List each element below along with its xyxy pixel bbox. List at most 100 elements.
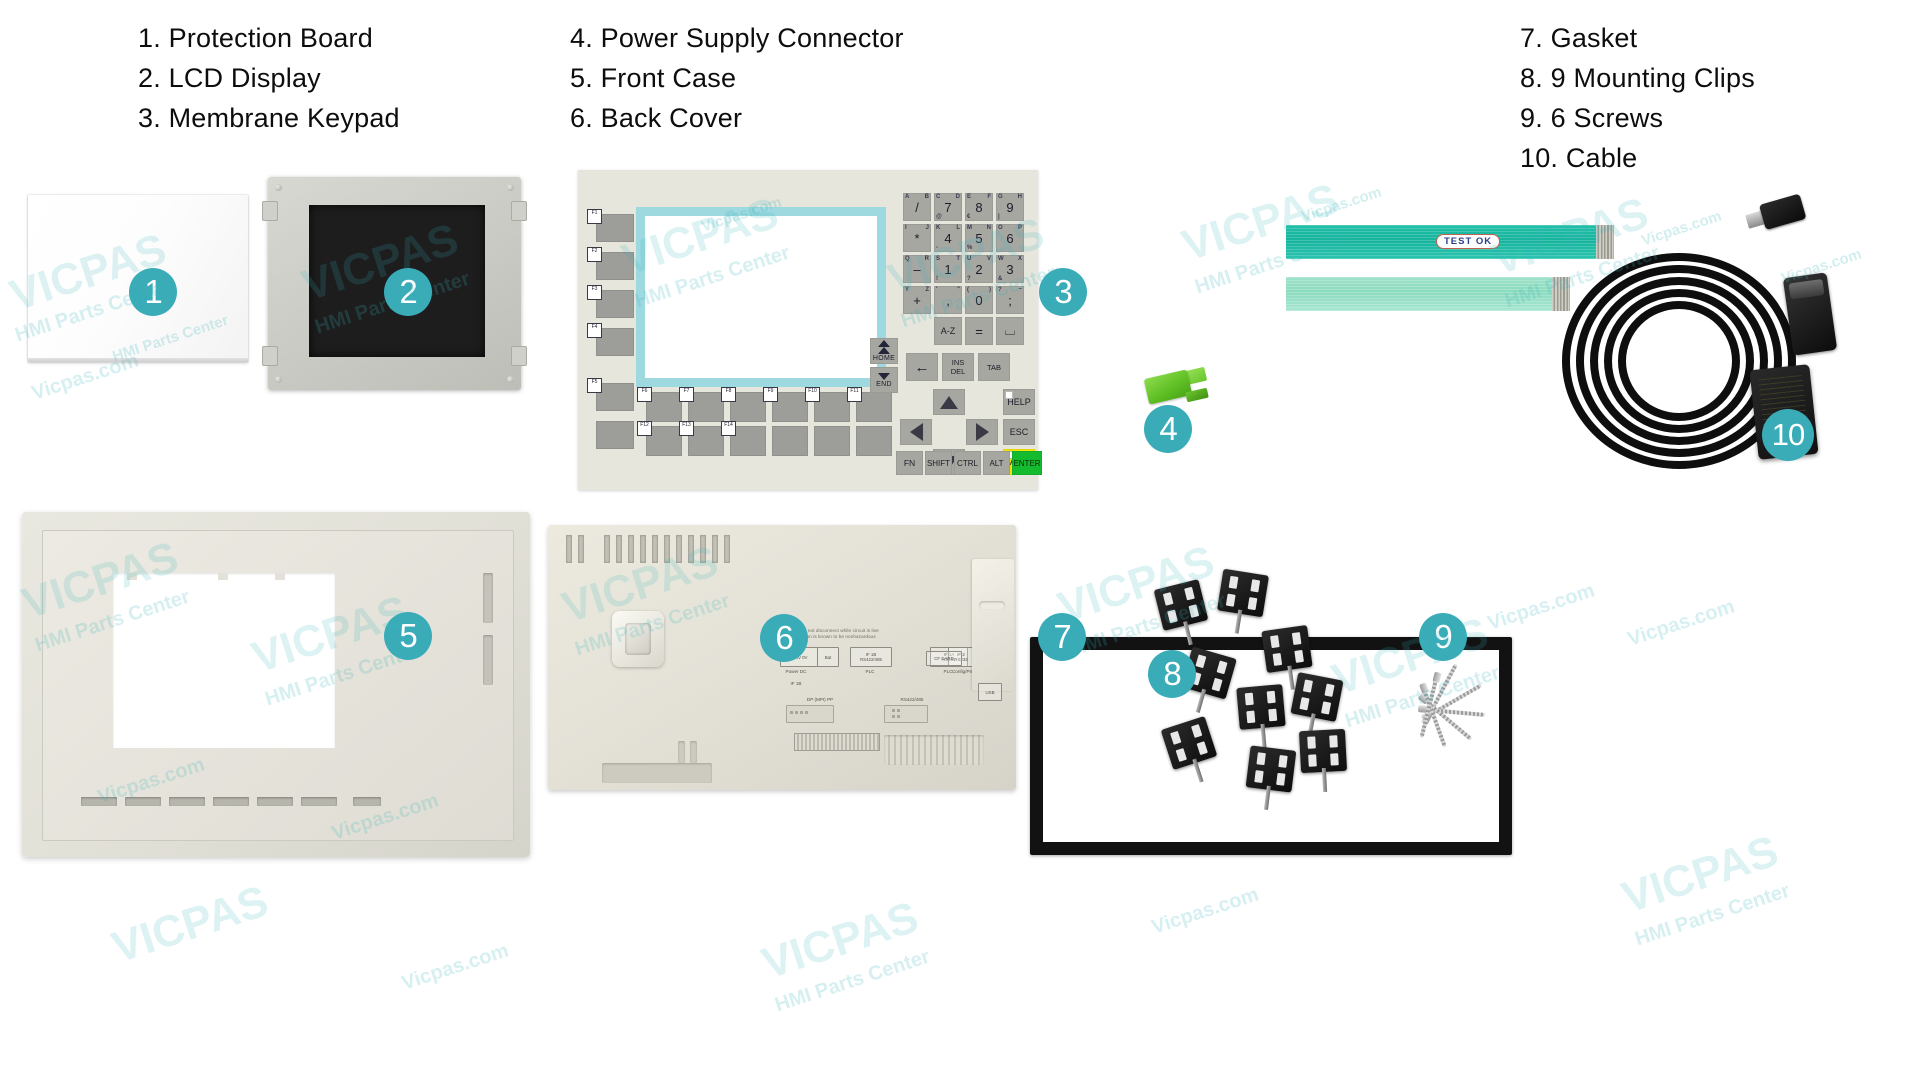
keypad-fkey-f1[interactable]: F1: [587, 209, 634, 242]
key-main-label: 7: [944, 199, 952, 215]
fkey-tag-label: F6: [637, 387, 652, 402]
keypad-key-arrow-right[interactable]: [966, 419, 998, 445]
keypad-key-tab[interactable]: TAB: [978, 353, 1010, 381]
keypad-key-asterisk[interactable]: I J *: [903, 224, 931, 252]
keypad-fkey-f6[interactable]: F6: [637, 387, 682, 422]
slot-label: USB: [985, 689, 995, 695]
keypad-key-semicolon[interactable]: ? ~ ;: [996, 286, 1024, 314]
keypad-key-7[interactable]: C D @ 7: [934, 193, 962, 221]
port-sublabel: RS422/485: [860, 657, 882, 662]
keypad-fkey-f9[interactable]: F9: [763, 387, 808, 422]
keypad-key-slash[interactable]: A B /: [903, 193, 931, 221]
fkey-tag-label: F10: [805, 387, 820, 402]
fkey-tag-label: F11: [847, 387, 862, 402]
front-case-bottom-slot: [353, 797, 381, 806]
keypad-fkey-f8[interactable]: F8: [721, 387, 766, 422]
keypad-fkey-f11[interactable]: F11: [847, 387, 892, 422]
keypad-fkey-bottom-extra[interactable]: [772, 426, 808, 456]
keypad-fkey-bottom-extra[interactable]: [814, 426, 850, 456]
keypad-fkey-bottom-extra[interactable]: [856, 426, 892, 456]
keypad-fkey-f10[interactable]: F10: [805, 387, 850, 422]
key-main-label: ;: [1008, 292, 1012, 308]
mounting-clip: [1236, 684, 1286, 749]
keypad-key-alt[interactable]: ALT: [983, 451, 1010, 475]
clip-slot: [1294, 649, 1304, 663]
flex-cable-contacts: [1596, 225, 1614, 259]
fkey-tag-label: F14: [721, 421, 736, 436]
caption-plc-1: PLC: [865, 669, 875, 674]
keypad-key-arrow-up[interactable]: [933, 389, 965, 415]
keypad-key-help[interactable]: HELP: [1003, 389, 1035, 415]
key-alt-label: %: [967, 245, 973, 251]
keypad-fkey-f5[interactable]: F5: [587, 378, 634, 411]
keypad-key-az[interactable]: A-Z: [934, 317, 962, 345]
key-main-label: 3: [1006, 261, 1014, 277]
keypad-key-comma[interactable]: ' " ,: [934, 286, 962, 314]
key-main-label: 8: [975, 199, 983, 215]
keypad-key-minus[interactable]: Q R –: [903, 255, 931, 283]
key-secondary-label: DEL: [950, 367, 966, 376]
warning-line-2: unless location is known to be nonhazard…: [780, 634, 876, 639]
keypad-key-8[interactable]: E F € 8: [965, 193, 993, 221]
keypad-key-plus[interactable]: Y Z +: [903, 286, 931, 314]
clip-slot: [1291, 632, 1302, 646]
mounting-clip: [1290, 671, 1344, 738]
clip-slot: [1254, 770, 1264, 784]
keypad-fkey-f7[interactable]: F7: [679, 387, 724, 422]
key-alt-label: ': [936, 287, 938, 293]
key-main-label: 5: [975, 230, 983, 246]
test-ok-sticker: TEST OK: [1436, 234, 1501, 249]
keypad-fkey-f2[interactable]: F2: [587, 247, 634, 280]
keypad-fkey-f12[interactable]: F12: [637, 421, 682, 456]
watermark-domain: Vicpas.com: [1485, 579, 1598, 635]
key-main-label: HOME: [872, 355, 896, 362]
keypad-key-space[interactable]: ⌴: [996, 317, 1024, 345]
key-alt-label: E: [967, 194, 972, 200]
keypad-fkey-f14[interactable]: F14: [721, 421, 766, 456]
watermark-domain: Vicpas.com: [1625, 595, 1738, 651]
keypad-key-shift[interactable]: SHIFT: [925, 451, 952, 475]
keypad-fkey-f4[interactable]: F4: [587, 323, 634, 356]
key-alt-label: ~: [1018, 287, 1022, 293]
keypad-fkey-left-extra[interactable]: [596, 421, 634, 449]
arrow-up-icon: [878, 347, 890, 354]
keypad-key-enter[interactable]: ENTER: [1012, 451, 1042, 475]
port-label: IF 1A: [943, 652, 955, 657]
keypad-key-0[interactable]: ( ) 0: [965, 286, 993, 314]
key-alt-label: K: [936, 225, 941, 231]
flex-cable-ribs: [1286, 277, 1552, 311]
keypad-key-3[interactable]: W X & 3: [996, 255, 1024, 283]
led-indicator-icon: [1005, 391, 1013, 399]
flex-cable-upper: TEST OK: [1286, 225, 1614, 259]
key-alt-label: F: [987, 194, 991, 200]
flex-cable-contacts: [1552, 277, 1570, 311]
fkey-tag-label: F4: [587, 323, 602, 338]
key-main-label: 4: [944, 230, 952, 246]
keypad-key-home[interactable]: HOME: [870, 338, 898, 364]
keypad-key-ins-del[interactable]: INS DEL: [942, 353, 974, 381]
keypad-fkey-f13[interactable]: F13: [679, 421, 724, 456]
keypad-key-5[interactable]: M N % 5: [965, 224, 993, 252]
keypad-key-1[interactable]: S T ! 1: [934, 255, 962, 283]
keypad-key-end[interactable]: END: [870, 367, 898, 393]
keypad-key-equals[interactable]: =: [965, 317, 993, 345]
keypad-key-6[interactable]: O P 6: [996, 224, 1024, 252]
key-alt-label: Z: [925, 287, 929, 293]
key-main-label: ESC: [1009, 426, 1029, 437]
keypad-key-4[interactable]: K L - 4: [934, 224, 962, 252]
fkey-tag-label: F12: [637, 421, 652, 436]
lcd-mount-tab: [262, 346, 278, 366]
key-alt-label: O: [998, 225, 1003, 231]
keypad-key-ctrl[interactable]: CTRL: [954, 451, 981, 475]
back-cover-foot: [690, 741, 697, 763]
sublabel-if1b: IF 1B: [790, 681, 802, 686]
fkey-tag-label: F3: [587, 285, 602, 300]
keypad-key-fn[interactable]: FN: [896, 451, 923, 475]
keypad-key-arrow-left[interactable]: [900, 419, 932, 445]
keypad-key-2[interactable]: U V ? 2: [965, 255, 993, 283]
keypad-key-9[interactable]: G H | 9: [996, 193, 1024, 221]
keypad-key-backspace[interactable]: ←: [906, 353, 938, 381]
keypad-key-esc[interactable]: ESC: [1003, 419, 1035, 445]
keypad-fkey-f3[interactable]: F3: [587, 285, 634, 318]
key-main-label: ,: [946, 292, 950, 308]
